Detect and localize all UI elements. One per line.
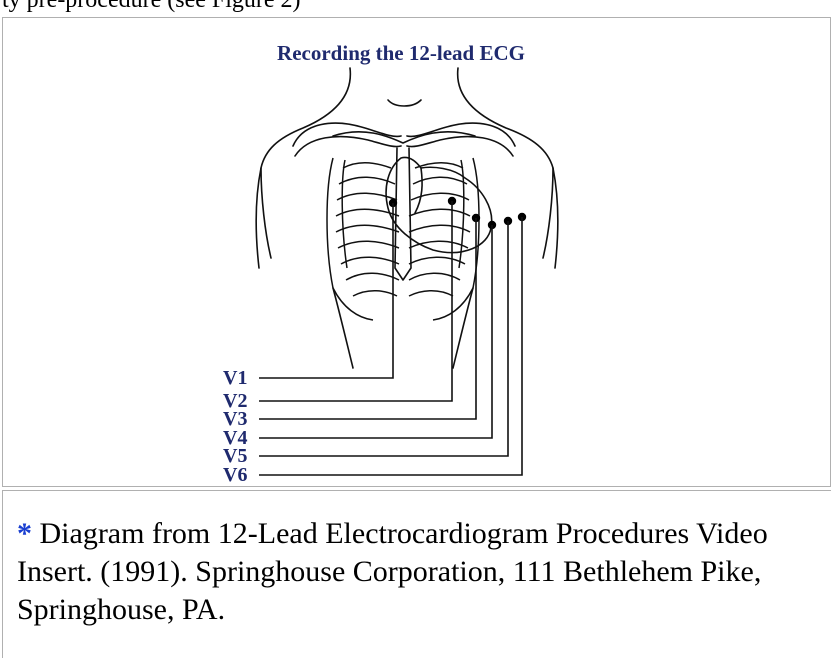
caption-citation: Diagram from 12-Lead Electrocardiogram P… [17,517,768,626]
previous-text-snippet: ty pre-procedure (see Figure 2) [2,0,301,14]
lead-line-v6 [259,217,522,475]
ecg-lead-diagram: Recording the 12-lead ECG [3,18,832,488]
diagram-title: Recording the 12-lead ECG [277,41,525,65]
lead-label-v6: V6 [223,464,247,486]
caption-asterisk: * [17,517,32,550]
lead-labels: V1 V2 V3 V4 V5 V6 [223,367,247,486]
lead-line-v5 [259,221,508,456]
sternum [395,148,411,280]
torso-outline [256,68,558,268]
figure-caption: * Diagram from 12-Lead Electrocardiogram… [17,515,822,629]
rib-cage-right-side [327,158,399,320]
diagram-frame: Recording the 12-lead ECG [2,17,831,487]
clavicles [293,123,515,156]
lead-line-v2 [259,201,452,401]
rib-cage-left-side [409,158,479,320]
caption-frame: * Diagram from 12-Lead Electrocardiogram… [2,490,831,658]
lead-label-v1: V1 [223,367,247,389]
